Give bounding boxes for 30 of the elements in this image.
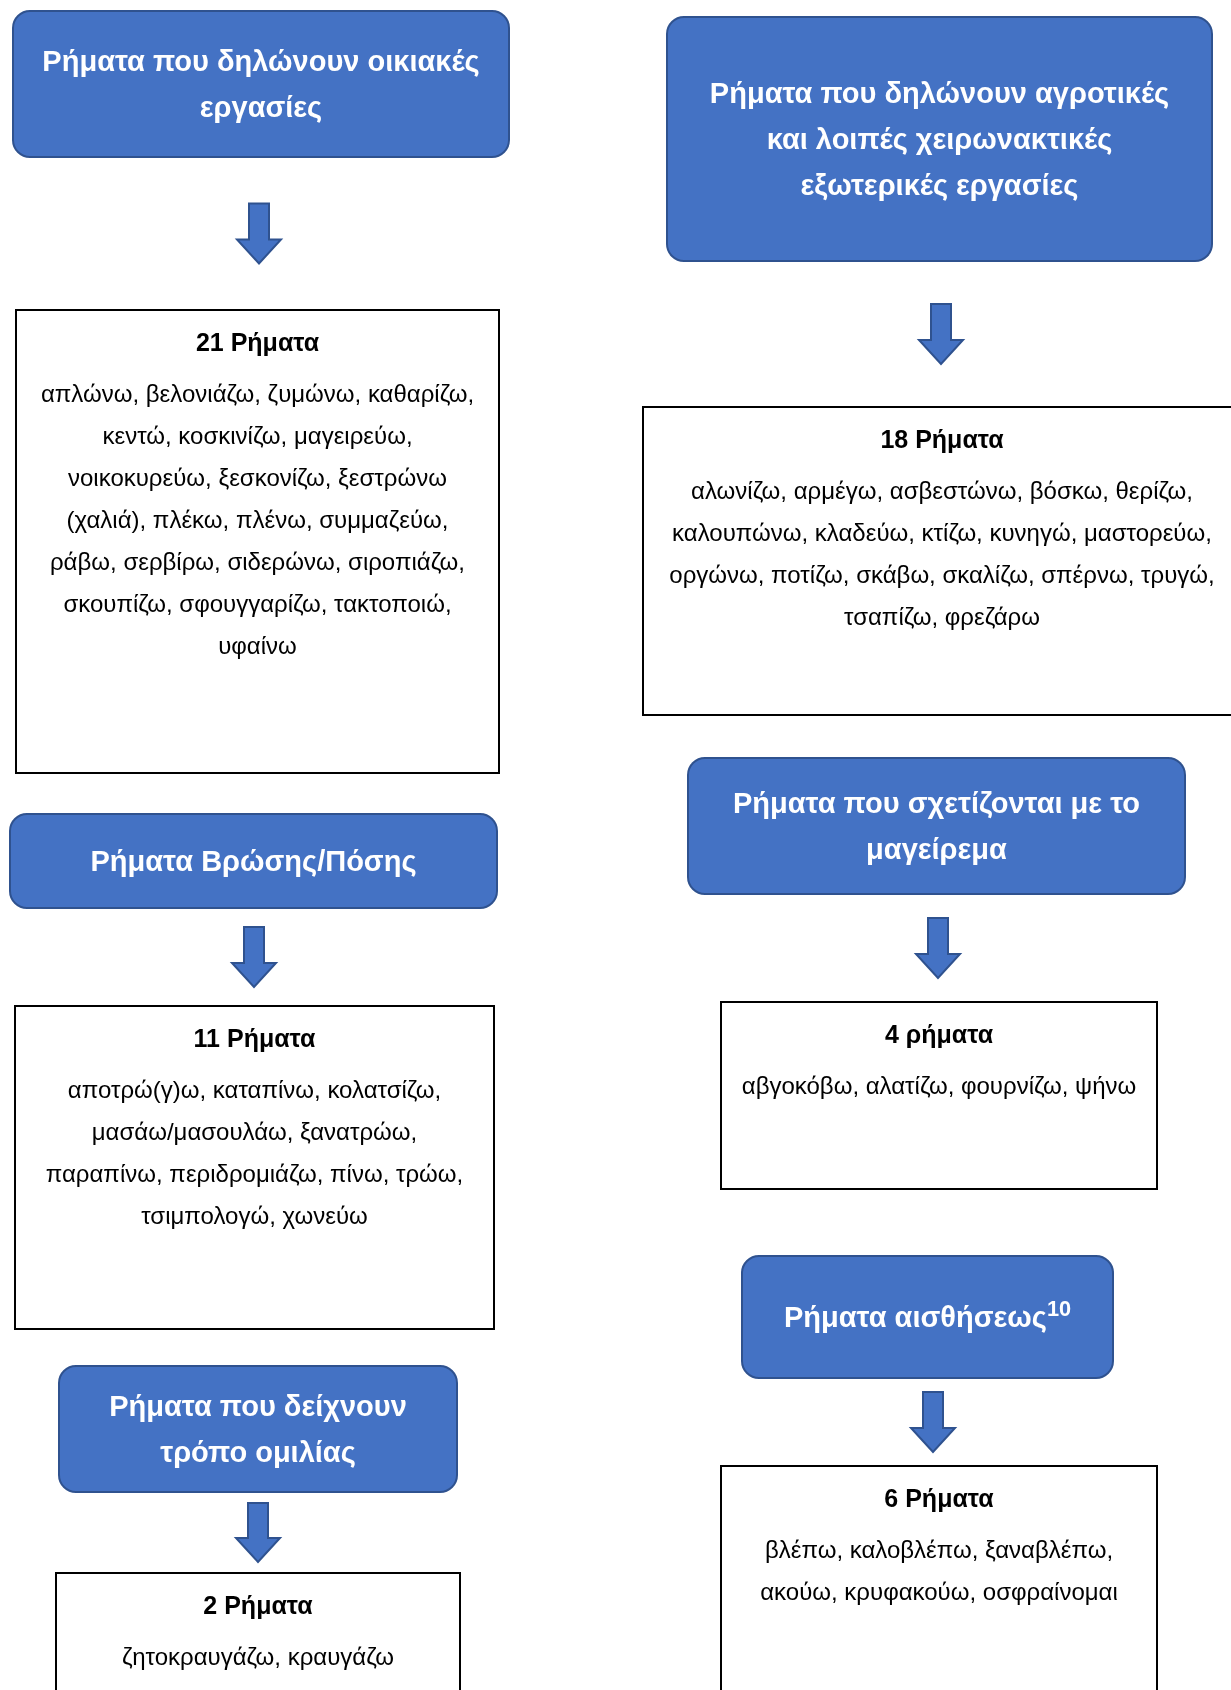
verb-list-box <box>642 406 1231 716</box>
count-heading: 11 Ρήματα <box>193 1023 316 1054</box>
category-box: Ρήματα Βρώσης/Πόσης <box>9 813 498 909</box>
block-arrow <box>233 1502 283 1564</box>
count-heading: 21 Ρήματα <box>195 327 320 358</box>
verb-list: αποτρώ(γ)ω, καταπίνω, κολατσίζω, μασάω/μασουλάω, ξανατρώω, παραπίνω, περιδρομιάζω, πίνω, τρώω, τσιμπολογώ, χωνεύω <box>32 1069 477 1237</box>
count-heading: 2 Ρήματα <box>203 1590 313 1621</box>
block-arrow <box>229 926 279 989</box>
category-box: Ρήματα που δείχνουν τρόπο ομιλίας <box>58 1365 458 1493</box>
verb-list: αβγοκόβω, αλατίζω, φουρνίζω, ψήνω <box>741 1065 1137 1107</box>
verb-list-box <box>720 1001 1158 1190</box>
count-heading: 4 ρήματα <box>884 1019 994 1050</box>
block-arrow <box>913 917 963 980</box>
block-arrow <box>908 1391 958 1454</box>
verb-list: αλωνίζω, αρμέγω, ασβεστώνω, βόσκω, θερίζω, καλουπώνω, κλαδεύω, κτίζω, κυνηγώ, μαστορεύω, οργώνω, ποτίζω, σκάβω, σκαλίζω, σπέρνω, τρυγώ, τσαπίζω, φρεζάρω <box>660 470 1224 638</box>
verb-list: απλώνω, βελονιάζω, ζυμώνω, καθαρίζω, κεντώ, κοσκινίζω, μαγειρεύω, νοικοκυρεύω, ξεσκονίζω, ξεστρώνω (χαλιά), πλέκω, πλένω, συμμαζεύω, ράβω, σερβίρω, σιδερώνω, σιροπιάζω, σκουπίζω, σφουγγαρίζω, τακτοποιώ, υφαίνω <box>33 373 482 667</box>
verb-list: ζητοκραυγάζω, κραυγάζω <box>122 1636 394 1678</box>
count-heading: 18 Ρήματα <box>880 424 1004 455</box>
verb-list-box <box>14 1005 495 1330</box>
category-box: Ρήματα αισθήσεως$^{10}$ <box>741 1255 1114 1379</box>
block-arrow <box>916 303 966 366</box>
verb-list-box <box>15 309 500 774</box>
category-box: Ρήματα που σχετίζονται με το μαγείρεμα <box>687 757 1186 895</box>
count-heading: 6 Ρήματα <box>884 1483 994 1514</box>
block-arrow <box>234 202 284 265</box>
verb-list: βλέπω, καλοβλέπω, ξαναβλέπω, ακούω, κρυφακούω, οσφραίνομαι <box>738 1529 1140 1613</box>
category-box: Ρήματα που δηλώνουν οικιακές εργασίες <box>12 10 510 158</box>
verb-list-box <box>55 1572 461 1690</box>
verb-list-box <box>720 1465 1158 1690</box>
category-box: Ρήματα που δηλώνουν αγροτικές και λοιπές χειρωνακτικές εξωτερικές εργασίες <box>666 16 1213 262</box>
